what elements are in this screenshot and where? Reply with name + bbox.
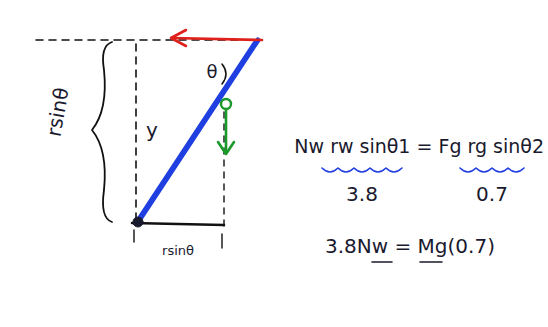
- ladder: [138, 40, 258, 222]
- underbrace: [322, 168, 402, 172]
- cg-vertical: [223, 112, 224, 228]
- value-label: 3.8: [346, 184, 378, 204]
- variable-label: y: [146, 120, 158, 140]
- torque-equation: Nw rw sinθ1 = Fg rg sinθ2: [294, 137, 544, 156]
- underline: [372, 261, 392, 263]
- height-line: [135, 44, 137, 220]
- ground-line: [132, 223, 224, 225]
- cg-dot: [221, 99, 231, 109]
- gravity-arrow: [225, 110, 228, 152]
- arrow-head: [218, 142, 234, 154]
- result-equation: 3.8Nw = Mg(0.7): [325, 236, 495, 256]
- dimension-label: rsinθ: [44, 86, 72, 138]
- height-brace: [92, 42, 112, 222]
- arrow-head: [171, 30, 186, 46]
- pivot-dot: [133, 217, 143, 227]
- value-label: 0.7: [476, 184, 508, 204]
- angle-arc: [222, 64, 226, 84]
- underline: [420, 261, 442, 263]
- underbrace: [460, 168, 524, 172]
- angle-label: θ: [206, 63, 217, 81]
- ladder-edge: [134, 42, 254, 224]
- normal-force-arrow: [172, 38, 262, 40]
- dimension-label: rsinθ: [162, 244, 194, 257]
